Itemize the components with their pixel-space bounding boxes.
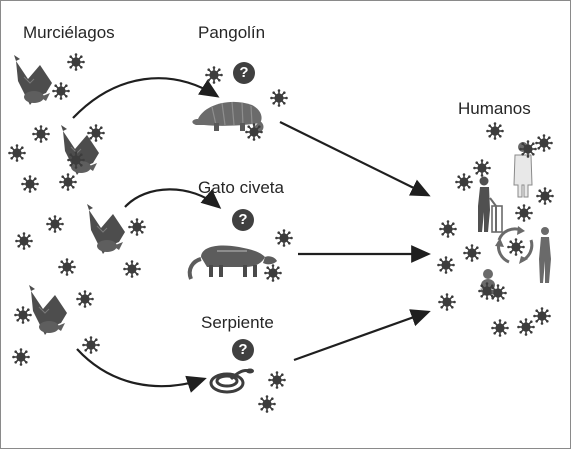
civet-icon	[187, 245, 277, 280]
virus-icon	[58, 172, 78, 192]
woman-icon	[539, 227, 551, 283]
virus-icon	[436, 255, 456, 275]
virus-icon	[31, 124, 51, 144]
virus-icon	[506, 237, 526, 257]
virus-icon	[263, 263, 283, 283]
virus-icon	[518, 139, 538, 159]
snake-icon	[209, 368, 254, 394]
arrow-bats-to-civet	[124, 188, 222, 209]
humans-label: Humanos	[458, 99, 531, 118]
virus-icon	[57, 257, 77, 277]
virus-icon	[462, 243, 482, 263]
virus-icon	[14, 231, 34, 251]
virus-icon	[11, 347, 31, 367]
bats-label: Murciélagos	[23, 23, 115, 42]
elderly-person-icon	[478, 176, 503, 233]
bat-icon	[13, 54, 53, 106]
transmission-cycle-icon	[495, 226, 534, 264]
virus-icon	[485, 121, 505, 141]
virus-icon	[438, 219, 458, 239]
virus-icon	[7, 143, 27, 163]
virus-icon	[257, 394, 277, 414]
virus-icon	[534, 133, 554, 153]
bat-icon	[28, 284, 68, 336]
virus-icon	[75, 289, 95, 309]
virus-icon	[437, 292, 457, 312]
virus-icon	[516, 317, 536, 337]
virus-icon	[454, 172, 474, 192]
virus-icon	[81, 335, 101, 355]
virus-icon	[122, 259, 142, 279]
question-mark-snake: ?	[238, 341, 248, 358]
arrow-snake-to-humans	[293, 309, 431, 362]
virus-icon	[51, 81, 71, 101]
virus-icon	[514, 203, 534, 223]
virus-icon	[535, 186, 555, 206]
virus-icon	[66, 150, 86, 170]
virus-icon	[472, 158, 492, 178]
arrow-bats-to-snake	[76, 348, 207, 393]
virus-icon	[20, 174, 40, 194]
virus-icon	[274, 228, 294, 248]
bat-icon	[86, 203, 126, 255]
virus-icon	[532, 306, 552, 326]
arrow-bats-to-pangolin	[72, 77, 220, 119]
arrow-pangolin-to-humans	[279, 121, 431, 197]
virus-icon	[127, 217, 147, 237]
civet-label: Gato civeta	[198, 178, 284, 197]
virus-icon	[477, 281, 497, 301]
virus-icon	[490, 318, 510, 338]
virus-icon	[267, 370, 287, 390]
pangolin-label: Pangolín	[198, 23, 266, 42]
question-mark-pangolin: ?	[239, 64, 249, 81]
virus-icon	[204, 65, 224, 85]
question-mark-civet: ?	[238, 211, 248, 228]
virus-icon	[86, 123, 106, 143]
virus-icon	[45, 214, 65, 234]
virus-icon	[13, 305, 33, 325]
snake-label: Serpiente	[201, 313, 274, 332]
virus-icon	[244, 122, 264, 142]
virus-icon	[269, 88, 289, 108]
pangolin-icon	[192, 101, 264, 133]
virus-icon	[66, 52, 86, 72]
